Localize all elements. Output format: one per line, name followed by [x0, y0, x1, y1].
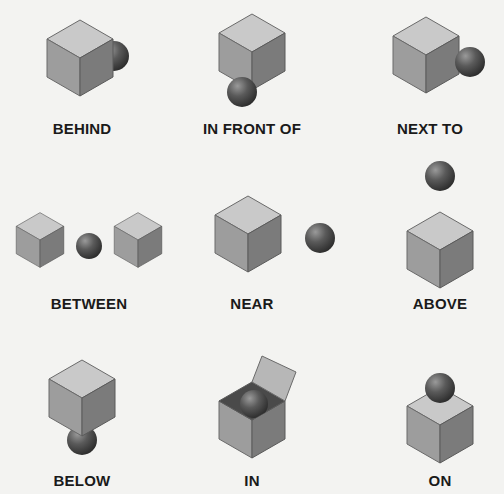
preposition-label: IN [244, 472, 259, 489]
preposition-label: BELOW [54, 472, 111, 489]
preposition-label: BETWEEN [51, 295, 127, 312]
preposition-label: IN FRONT OF [203, 120, 301, 137]
preposition-label: ABOVE [413, 295, 467, 312]
preposition-label: BEHIND [53, 120, 112, 137]
preposition-label: NEXT TO [397, 120, 463, 137]
preposition-label: NEAR [230, 295, 273, 312]
preposition-label: ON [429, 472, 452, 489]
